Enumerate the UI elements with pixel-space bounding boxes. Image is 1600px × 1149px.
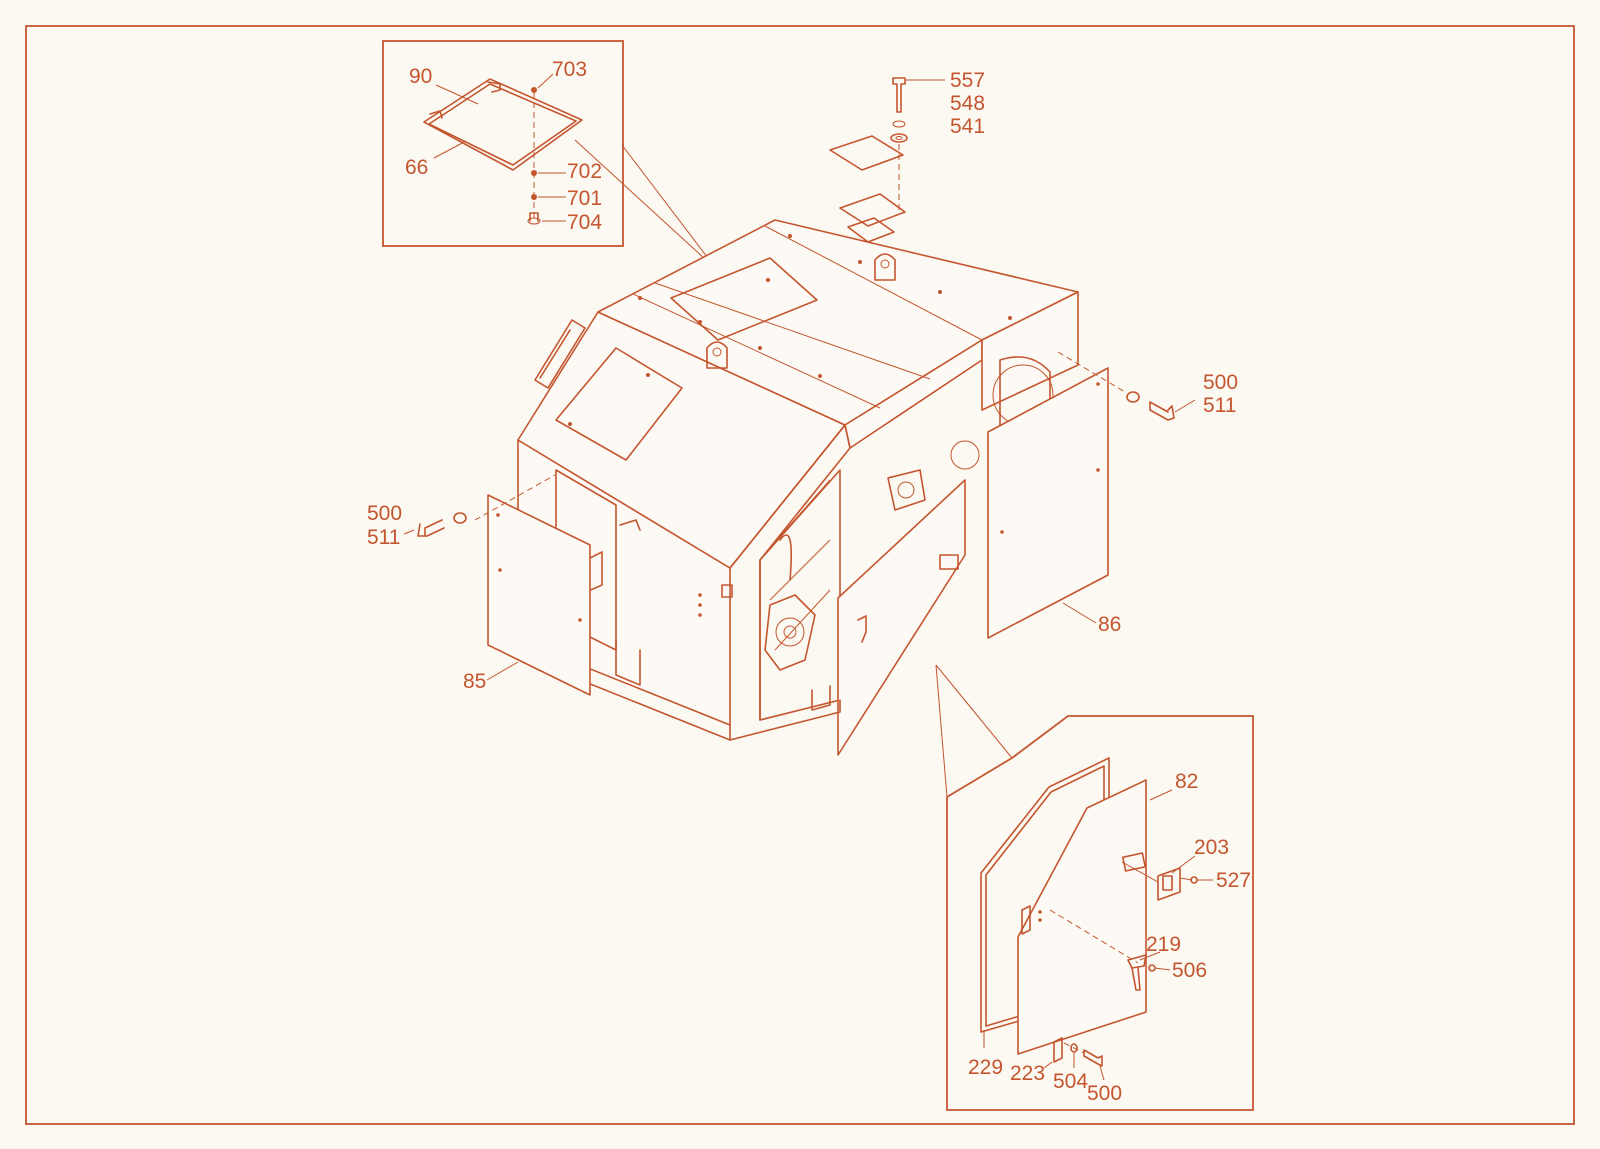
label-527: 527 xyxy=(1216,869,1251,892)
inset-hatch-detail xyxy=(382,40,624,247)
label-86: 86 xyxy=(1098,613,1121,636)
label-500-right: 500 xyxy=(1203,371,1238,394)
inset-door-detail xyxy=(946,715,1254,1111)
label-541: 541 xyxy=(950,115,985,138)
label-506: 506 xyxy=(1172,959,1207,982)
inset-callout-line xyxy=(574,139,718,271)
label-704: 704 xyxy=(567,211,602,234)
roof-bolt-stack xyxy=(890,77,945,210)
label-85: 85 xyxy=(463,670,486,693)
inset-callout-line xyxy=(935,664,948,798)
label-82: 82 xyxy=(1175,770,1198,793)
label-703: 703 xyxy=(552,58,587,81)
label-219: 219 xyxy=(1146,933,1181,956)
label-511-right: 511 xyxy=(1203,394,1236,417)
side-panel-85 xyxy=(403,474,591,696)
label-500-inset: 500 xyxy=(1087,1082,1122,1105)
label-701: 701 xyxy=(567,187,602,210)
label-66: 66 xyxy=(405,156,428,179)
label-557: 557 xyxy=(950,69,985,92)
inset-callout-line xyxy=(621,144,718,271)
label-90: 90 xyxy=(409,65,432,88)
drawing-border xyxy=(25,25,1575,1125)
label-229: 229 xyxy=(968,1056,1003,1079)
label-548: 548 xyxy=(950,92,985,115)
side-panel-86 xyxy=(987,351,1196,639)
label-223: 223 xyxy=(1010,1062,1045,1085)
label-203: 203 xyxy=(1194,836,1229,859)
part-labels: 90 703 66 702 701 704 557 548 541 500 51… xyxy=(367,58,1251,1105)
inset-callout-line xyxy=(935,664,1013,759)
label-504: 504 xyxy=(1053,1070,1088,1093)
label-500-left: 500 xyxy=(367,502,402,525)
label-511-left: 511 xyxy=(367,526,400,549)
label-702: 702 xyxy=(567,160,602,183)
